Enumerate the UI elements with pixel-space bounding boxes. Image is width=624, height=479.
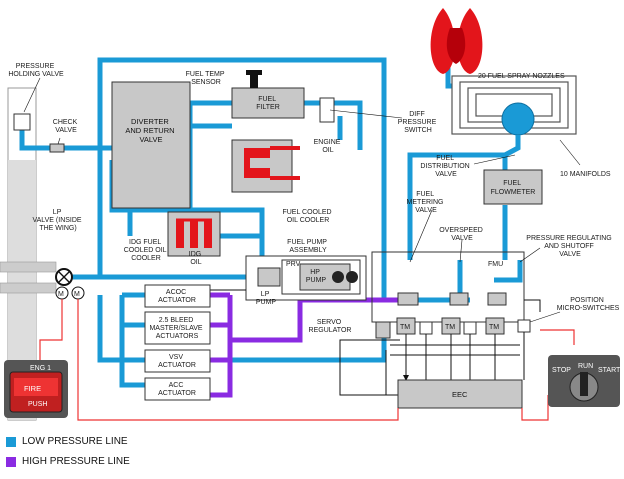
label-idg-oil: IDG OIL bbox=[189, 251, 203, 266]
label-run: RUN bbox=[578, 363, 593, 370]
fuel-pump-assembly bbox=[245, 255, 367, 301]
label-motor-2: M bbox=[74, 291, 80, 298]
engine-master-knob[interactable] bbox=[570, 373, 598, 401]
label-prv: PRV bbox=[286, 261, 301, 268]
label-eec: EEC bbox=[452, 390, 468, 399]
eec bbox=[397, 379, 523, 409]
pressure-holding-valve bbox=[13, 113, 31, 131]
label-idg-cooler: IDG FUEL COOLED OIL COOLER bbox=[124, 239, 168, 262]
diverter-return-valve bbox=[111, 81, 191, 209]
label-fuel-temp-sensor: FUEL TEMP SENSOR bbox=[186, 71, 227, 86]
label-check-valve: CHECK VALVE bbox=[53, 119, 79, 134]
legend-label-low: LOW PRESSURE LINE bbox=[22, 436, 128, 447]
fuel-filter bbox=[231, 87, 305, 119]
low-pressure-lines bbox=[19, 57, 523, 388]
legend-label-high: HIGH PRESSURE LINE bbox=[22, 456, 130, 467]
label-acc: ACC ACTUATOR bbox=[158, 382, 196, 397]
label-fire: FIRE bbox=[24, 384, 41, 393]
fuel-distribution-valve bbox=[501, 102, 535, 136]
bleed-actuators bbox=[144, 311, 211, 345]
engine-switch-panel bbox=[548, 355, 620, 407]
label-overspeed-valve: OVERSPEED VALVE bbox=[439, 227, 485, 242]
label-tm-1: TM bbox=[400, 324, 410, 331]
vsv-actuator bbox=[144, 349, 211, 373]
label-push: PUSH bbox=[28, 401, 47, 408]
fuel-metering-valve bbox=[397, 292, 419, 306]
legend-swatch-low bbox=[6, 436, 16, 447]
fuel-spray-nozzles bbox=[430, 8, 483, 74]
fuel-temp-sensor bbox=[250, 72, 258, 88]
label-motor-1: M bbox=[58, 291, 64, 298]
check-valve bbox=[49, 143, 65, 153]
label-lp-valve: LP VALVE (INSIDE THE WING) bbox=[32, 209, 83, 232]
servo-regulator bbox=[375, 321, 391, 339]
label-tm-2: TM bbox=[445, 324, 455, 331]
lp-pump bbox=[257, 267, 281, 287]
actuators bbox=[144, 284, 211, 401]
legend-high-pressure: HIGH PRESSURE LINE bbox=[6, 456, 130, 467]
label-servo-regulator: SERVO REGULATOR bbox=[309, 319, 352, 334]
overspeed-valve bbox=[449, 292, 469, 306]
legend-low-pressure: LOW PRESSURE LINE bbox=[6, 436, 128, 447]
label-pressure-holding-valve: PRESSURE HOLDING VALVE bbox=[8, 63, 64, 78]
label-fuel-cooled-oil-cooler: FUEL COOLED OIL COOLER bbox=[282, 209, 333, 224]
idg-fuel-cooled-oil-cooler bbox=[167, 211, 221, 257]
label-fuel-filter: FUEL FILTER bbox=[256, 96, 280, 111]
label-position-switches: POSITION MICRO-SWITCHES bbox=[557, 297, 620, 312]
label-fuel-spray-nozzles: 20 FUEL SPRAY NOZZLES bbox=[478, 73, 565, 80]
label-tm-3: TM bbox=[489, 324, 499, 331]
label-fuel-pump-assembly: FUEL PUMP ASSEMBLY bbox=[287, 239, 329, 254]
label-bleed: 2.5 BLEED MASTER/SLAVE ACTUATORS bbox=[149, 317, 204, 340]
label-eng1: ENG 1 bbox=[30, 365, 51, 372]
leader-lines bbox=[23, 77, 581, 323]
label-lp-pump: LP PUMP bbox=[256, 291, 277, 306]
label-prsov: PRESSURE REGULATING AND SHUTOFF VALVE bbox=[526, 235, 613, 258]
label-fmu: FMU bbox=[488, 261, 503, 268]
acc-actuator bbox=[144, 377, 211, 401]
fuel-cooled-oil-cooler bbox=[231, 139, 300, 193]
label-stop: STOP bbox=[552, 367, 571, 374]
torque-motors bbox=[396, 317, 531, 335]
label-vsv: VSV ACTUATOR bbox=[158, 354, 196, 369]
label-fuel-distribution-valve: FUEL DISTRIBUTION VALVE bbox=[420, 155, 471, 178]
acoc-actuator bbox=[144, 284, 211, 308]
signal-wires bbox=[210, 289, 541, 396]
fire-panel bbox=[4, 360, 68, 418]
label-engine-oil: ENGINE OIL bbox=[314, 139, 343, 154]
label-diverter-valve: DIVERTER AND RETURN VALVE bbox=[125, 117, 176, 144]
diff-pressure-switch bbox=[319, 97, 335, 123]
legend-swatch-high bbox=[6, 456, 16, 467]
label-fuel-flowmeter: FUEL FLOWMETER bbox=[491, 180, 536, 196]
fuel-flowmeter bbox=[483, 169, 543, 205]
label-fuel-metering-valve: FUEL METERING VALVE bbox=[407, 191, 446, 214]
label-hp-pump: HP PUMP bbox=[306, 269, 327, 284]
label-diff-pressure-switch: DIFF PRESSURE SWITCH bbox=[398, 111, 438, 134]
label-manifolds: 10 MANIFOLDS bbox=[560, 171, 611, 178]
electric-lines bbox=[39, 299, 575, 421]
label-start: START bbox=[598, 367, 621, 374]
prsov-valve bbox=[487, 292, 507, 306]
labels: PRESSURE HOLDING VALVE CHECK VALVE LP VA… bbox=[8, 63, 621, 408]
label-acoc: ACOC ACTUATOR bbox=[158, 289, 196, 304]
